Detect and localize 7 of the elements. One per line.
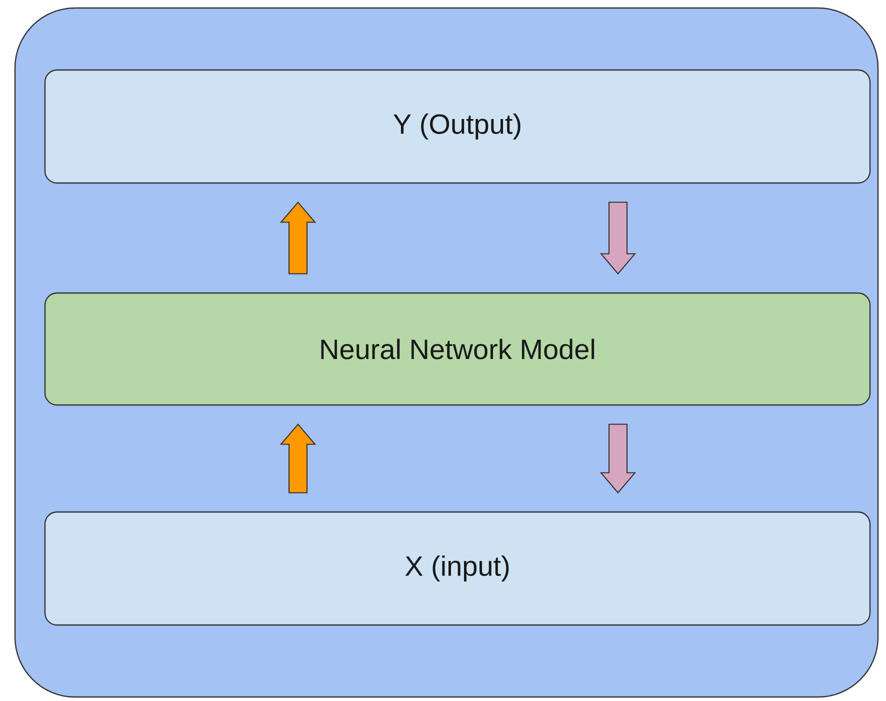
output-box: Y (Output) [44,69,871,184]
model-box: Neural Network Model [44,292,871,406]
block-arrow [600,202,636,275]
block-arrow [280,201,316,274]
input-box: X (input) [44,511,871,626]
block-arrow [600,424,636,494]
block-arrow [280,423,316,494]
